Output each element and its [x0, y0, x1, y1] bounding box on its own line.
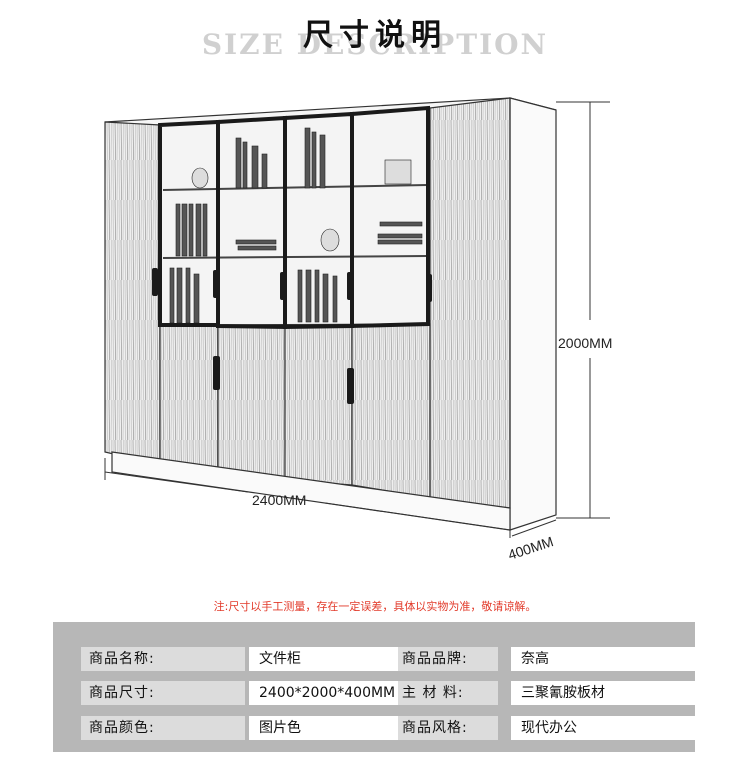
spec-value-material: 三聚氰胺板材	[511, 681, 697, 705]
spec-label-name: 商品名称:	[81, 647, 245, 671]
spec-row-1: 商品名称: 文件柜 商品品牌: 奈高	[53, 647, 697, 671]
spec-value-style: 现代办公	[511, 716, 697, 740]
spec-row-3: 商品颜色: 图片色 商品风格: 现代办公	[53, 716, 697, 740]
spec-value-brand: 奈高	[511, 647, 697, 671]
measurement-note: 注:尺寸以手工测量，存在一定误差，具体以实物为准，敬请谅解。	[213, 600, 537, 613]
lower-door-4	[351, 323, 431, 499]
lower-door-3	[284, 325, 353, 486]
title-chinese: 尺寸说明	[303, 18, 447, 53]
height-dimension: 2000MM	[558, 335, 612, 351]
dimension-lines	[104, 101, 610, 538]
spec-label-style: 商品风格:	[398, 716, 498, 740]
shelf-1	[162, 184, 428, 191]
left-panel	[104, 121, 161, 466]
lower-door-1	[159, 324, 219, 473]
spec-label-brand: 商品品牌:	[398, 647, 498, 671]
depth-dimension: 400MM	[506, 533, 555, 563]
spec-label-size: 商品尺寸:	[81, 681, 245, 705]
right-panel	[429, 97, 511, 509]
glass-door-4	[350, 105, 430, 329]
spec-row-2: 商品尺寸: 2400*2000*400MM 主 材 料: 三聚氰胺板材	[53, 681, 697, 705]
cabinet	[104, 97, 557, 531]
lower-door-2	[217, 325, 286, 481]
door-handles	[152, 268, 432, 404]
cabinet-drawing: 2000MM 2400MM 400MM	[104, 97, 612, 563]
cabinet-side	[509, 97, 557, 531]
shelf-2	[162, 255, 428, 259]
glass-doors	[158, 105, 430, 330]
spec-table: 商品名称: 文件柜 商品品牌: 奈高 商品尺寸: 2400*2000*400MM…	[53, 622, 697, 752]
spec-label-color: 商品颜色:	[81, 716, 245, 740]
spec-label-material: 主 材 料:	[398, 681, 498, 705]
width-dimension: 2400MM	[252, 492, 306, 508]
title-english: SIZE DESCRIPTION	[201, 28, 549, 61]
shelf-items	[169, 127, 423, 324]
